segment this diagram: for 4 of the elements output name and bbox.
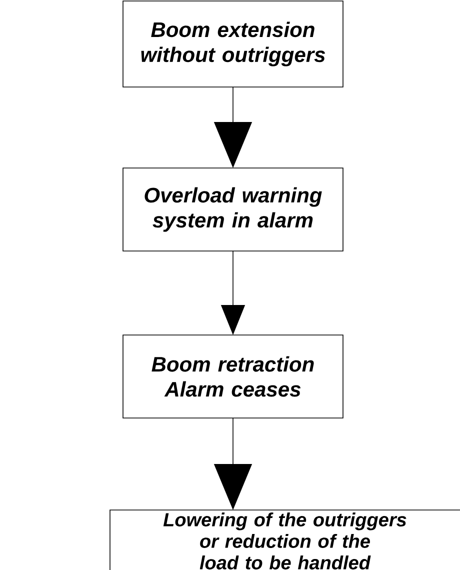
process-box: Overload warning system in alarm (122, 168, 344, 252)
process-box: Boom extension without outriggers (122, 0, 344, 88)
process-box: Boom retraction Alarm ceases (122, 334, 344, 418)
process-box: Lowering of the outriggers or reduction of the load to be handled (110, 510, 460, 570)
